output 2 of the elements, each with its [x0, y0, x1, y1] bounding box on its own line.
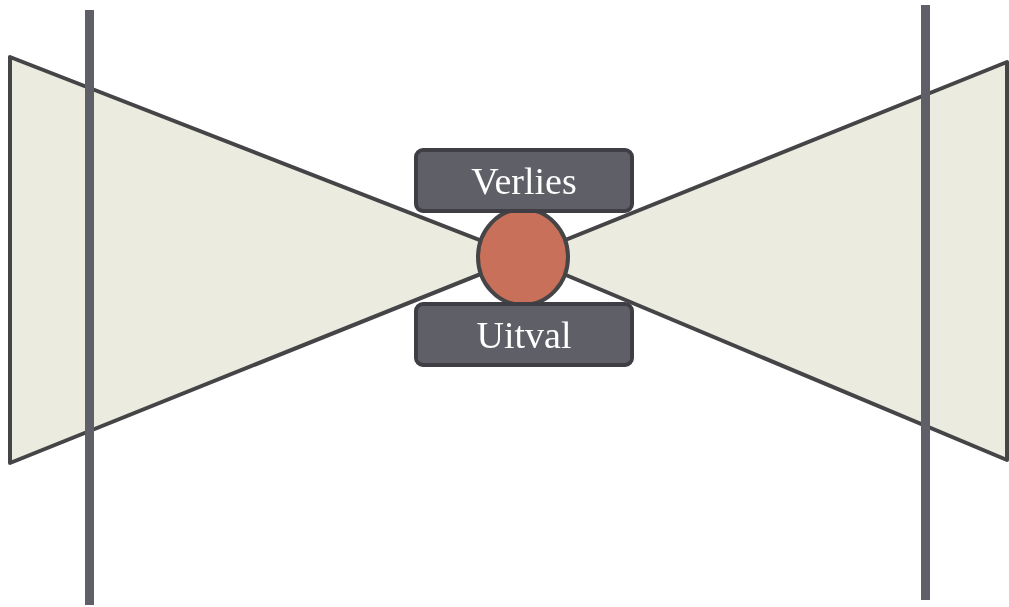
label-box: Verlies	[414, 148, 634, 213]
label-box: Uitval	[414, 302, 634, 367]
